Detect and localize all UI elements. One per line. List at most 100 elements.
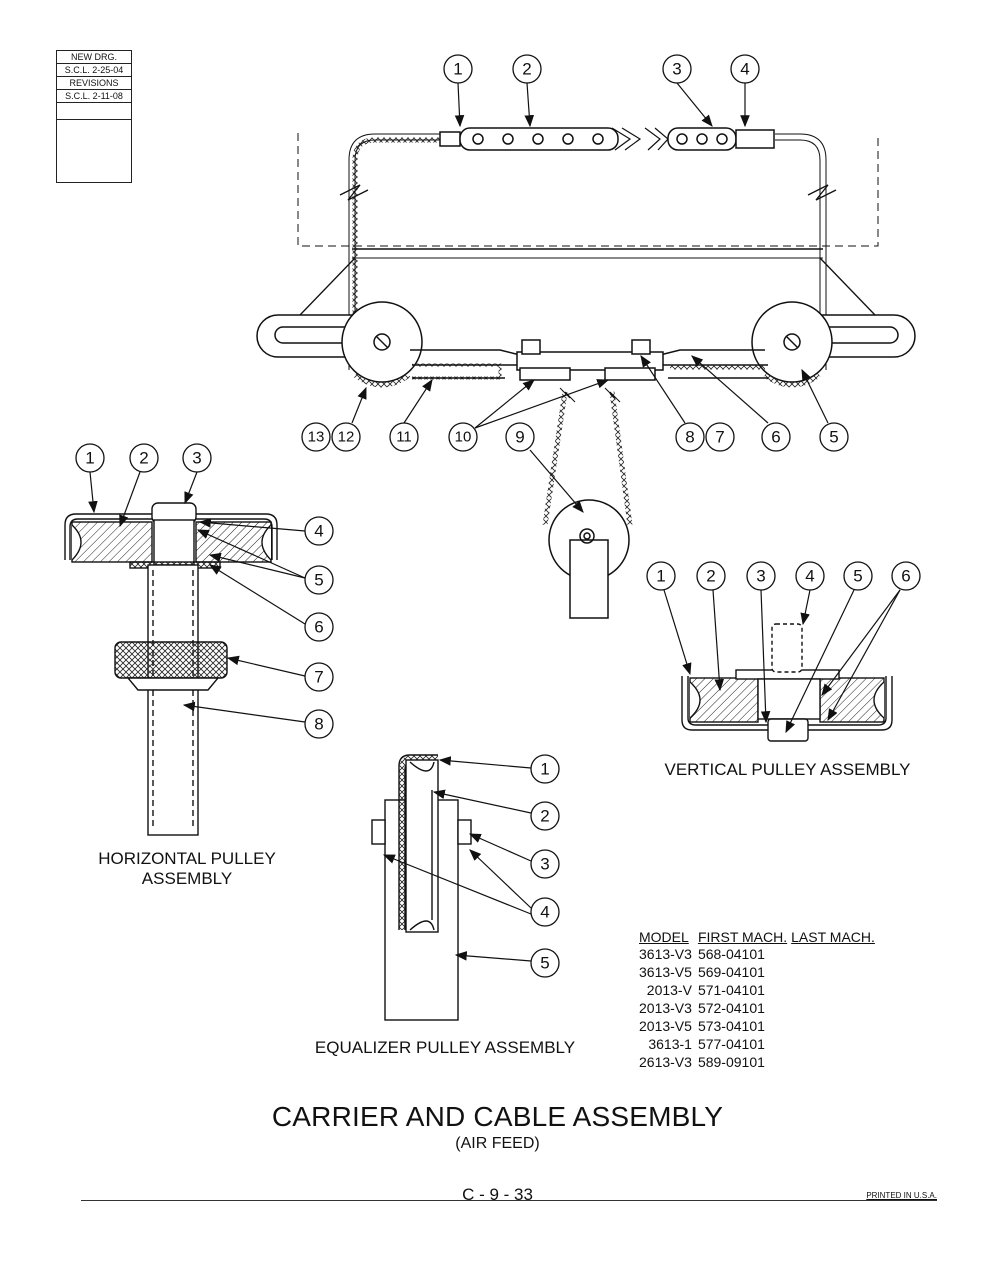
vertical-callouts: 1 2 3 4 5 6 <box>646 561 921 591</box>
svg-text:13: 13 <box>308 429 325 446</box>
svg-text:4: 4 <box>540 903 549 922</box>
equalizer-callout-3: 3 <box>530 849 560 879</box>
revision-entry: S.C.L. 2-11-08 <box>57 90 131 103</box>
last-mach-cell <box>791 1035 879 1053</box>
page-subtitle: (AIR FEED) <box>455 1135 540 1152</box>
horizontal-label-line2: ASSEMBLY <box>141 869 233 888</box>
svg-text:7: 7 <box>715 428 724 447</box>
carrier-callout-11: 11 <box>389 422 419 452</box>
equalizer-callout-4: 4 <box>530 897 560 927</box>
horizontal-callout-7: 7 <box>304 662 334 692</box>
carrier-leaders <box>351 82 829 513</box>
equalizer-leaders <box>382 756 532 962</box>
vertical-callout-5: 5 <box>843 561 873 591</box>
model-cell: 2013-V3 <box>639 1000 692 1016</box>
svg-text:8: 8 <box>314 715 323 734</box>
carrier-callout-13: 13 <box>301 422 331 452</box>
page-number: C - 9 - 33 <box>462 1185 533 1204</box>
last-mach-cell <box>791 1053 879 1071</box>
last-mach-cell <box>791 981 879 999</box>
table-row: 3613-V3 568-04101 <box>639 945 879 963</box>
last-mach-cell <box>791 963 879 981</box>
svg-text:12: 12 <box>338 429 355 446</box>
svg-text:5: 5 <box>829 428 838 447</box>
svg-text:3: 3 <box>540 855 549 874</box>
svg-text:1: 1 <box>540 760 549 779</box>
carrier-callout-8: 8 <box>675 422 705 452</box>
horizontal-callout-4: 4 <box>304 516 334 546</box>
header-last-mach: LAST MACH. <box>791 929 875 945</box>
last-mach-cell <box>791 1017 879 1035</box>
svg-text:9: 9 <box>515 428 524 447</box>
last-mach-cell <box>791 999 879 1017</box>
model-cell: 3613-V5 <box>639 964 692 980</box>
equalizer-callout-2: 2 <box>530 801 560 831</box>
svg-text:6: 6 <box>901 567 910 586</box>
svg-text:2: 2 <box>540 807 549 826</box>
svg-text:1: 1 <box>656 567 665 586</box>
new-drg-label: NEW DRG. <box>57 51 131 64</box>
svg-text:3: 3 <box>192 449 201 468</box>
model-cell: 3613-V3 <box>639 946 692 962</box>
vertical-callout-1: 1 <box>646 561 676 591</box>
svg-text:1: 1 <box>85 449 94 468</box>
vertical-callout-3: 3 <box>746 561 776 591</box>
svg-text:3: 3 <box>672 60 681 79</box>
first-mach-cell: 569-04101 <box>697 964 765 980</box>
horizontal-callout-3: 3 <box>182 443 212 473</box>
horizontal-callout-8: 8 <box>304 709 334 739</box>
svg-text:4: 4 <box>314 522 323 541</box>
svg-text:6: 6 <box>771 428 780 447</box>
horizontal-callout-6: 6 <box>304 612 334 642</box>
first-mach-cell: 571-04101 <box>697 982 765 998</box>
svg-text:2: 2 <box>139 449 148 468</box>
vertical-leaders <box>663 589 901 734</box>
horizontal-pulley-drawing <box>64 502 278 836</box>
model-cell: 3613-1 <box>648 1036 692 1052</box>
svg-text:6: 6 <box>314 618 323 637</box>
equalizer-pulley-drawing <box>371 754 472 1021</box>
carrier-callout-12: 12 <box>331 422 361 452</box>
svg-text:8: 8 <box>685 428 694 447</box>
first-mach-cell: 577-04101 <box>697 1036 765 1052</box>
table-row: 3613-V5 569-04101 <box>639 963 879 981</box>
equalizer-callout-5: 5 <box>530 948 560 978</box>
vertical-callout-2: 2 <box>696 561 726 591</box>
page-title: CARRIER AND CABLE ASSEMBLY <box>271 1101 724 1132</box>
first-mach-cell: 568-04101 <box>697 946 765 962</box>
carrier-callout-4: 4 <box>730 54 760 84</box>
carrier-callouts: 1 2 3 4 13 12 11 10 9 8 7 6 5 <box>301 54 849 452</box>
svg-text:1: 1 <box>453 60 462 79</box>
svg-text:5: 5 <box>314 571 323 590</box>
printed-in-usa: PRINTED IN U.S.A. <box>866 1191 937 1200</box>
carrier-callout-7: 7 <box>705 422 735 452</box>
svg-text:3: 3 <box>756 567 765 586</box>
carrier-callout-3: 3 <box>662 54 692 84</box>
new-drg-value: S.C.L. 2-25-04 <box>57 64 131 77</box>
svg-text:11: 11 <box>396 429 412 446</box>
revision-blank-row <box>57 103 131 120</box>
carrier-callout-10: 10 <box>448 422 478 452</box>
svg-text:4: 4 <box>805 567 814 586</box>
last-mach-cell <box>791 945 879 963</box>
carrier-callout-5: 5 <box>819 422 849 452</box>
vertical-pulley-drawing <box>681 623 893 742</box>
carrier-callout-1: 1 <box>443 54 473 84</box>
horizontal-leaders <box>88 471 306 723</box>
horizontal-callout-5: 5 <box>304 565 334 595</box>
horizontal-label-line1: HORIZONTAL PULLEY <box>98 849 276 868</box>
vertical-pulley-label: VERTICAL PULLEY ASSEMBLY <box>664 760 911 779</box>
svg-text:5: 5 <box>853 567 862 586</box>
carrier-callout-9: 9 <box>505 422 535 452</box>
horizontal-callout-1: 1 <box>75 443 105 473</box>
horizontal-callouts: 1 2 3 4 5 6 7 8 <box>75 443 334 739</box>
carrier-callout-6: 6 <box>761 422 791 452</box>
header-model: MODEL <box>639 929 689 945</box>
model-cell: 2013-V5 <box>639 1018 692 1034</box>
vertical-callout-4: 4 <box>795 561 825 591</box>
svg-text:2: 2 <box>706 567 715 586</box>
svg-text:10: 10 <box>455 429 472 446</box>
first-mach-cell: 573-04101 <box>697 1018 765 1034</box>
